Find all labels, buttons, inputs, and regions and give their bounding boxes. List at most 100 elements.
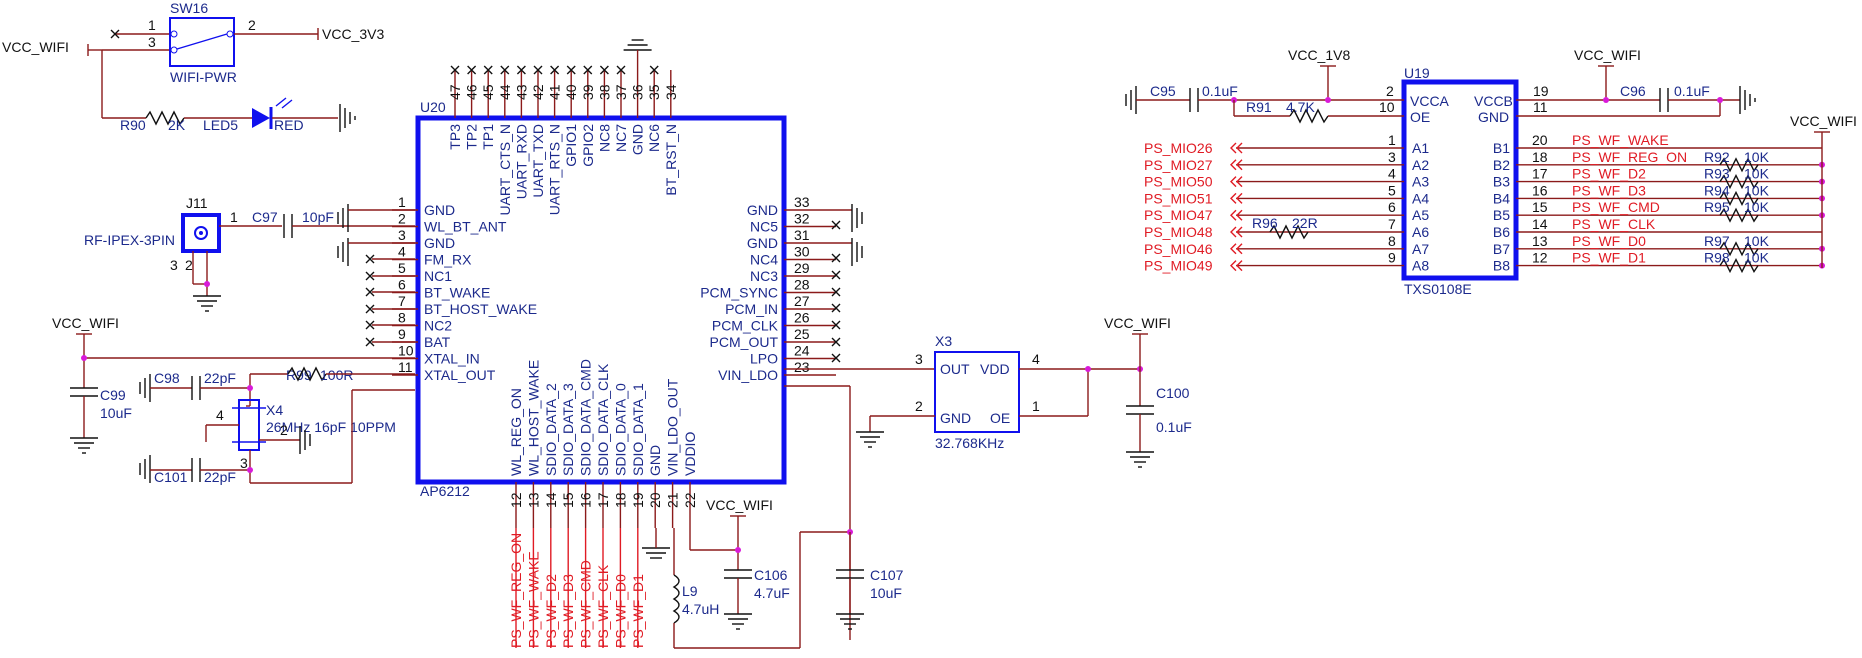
u19-body [1401, 79, 1519, 281]
net-label: PS_MIO48 [1144, 224, 1213, 240]
u20-pin-name: UART_RTS_N [547, 124, 563, 215]
u20-pin-name: TP1 [480, 124, 496, 150]
u20-pin-num: 1 [398, 194, 406, 210]
svg-text:1: 1 [230, 209, 238, 225]
pullup-resistor [1719, 241, 1759, 257]
u19-ref: U19 [1404, 65, 1430, 81]
u20-pin-num: 9 [398, 326, 406, 342]
u19-pin-num: 9 [1388, 250, 1396, 266]
u19-pin-name: A2 [1412, 157, 1429, 173]
c98-ref: C98 [154, 370, 180, 386]
svg-text:2: 2 [248, 17, 256, 33]
ground-icon [70, 437, 98, 454]
u20-pin-num: 43 [513, 84, 529, 100]
u20-pin-name: PCM_IN [725, 301, 778, 317]
net-label: PS_WF_D1 [630, 574, 646, 648]
r91-value: 4.7K [1286, 99, 1315, 115]
pullup-value: 10K [1744, 182, 1770, 198]
svg-text:OE: OE [1410, 109, 1430, 125]
svg-text:2: 2 [185, 257, 193, 273]
u19-pin-num: 18 [1532, 149, 1548, 165]
u19-pin-num: 20 [1532, 132, 1548, 148]
u19-pin-name: B5 [1493, 207, 1510, 223]
u19-part: TXS0108E [1404, 281, 1472, 297]
u19-pin-num: 4 [1388, 166, 1396, 182]
u20-bottom-externals: L9 4.7uH VCC_WIFI C106 4.7uF C107 10uF [642, 497, 904, 649]
u20-pin-name: GND [747, 202, 778, 218]
u20-body [415, 115, 787, 485]
net-label: PS_WF_D0 [1572, 233, 1646, 249]
net-label: PS_WF_REG_ON [508, 533, 524, 648]
pullup-ref: R92 [1704, 149, 1730, 165]
net-label: PS_MIO49 [1144, 258, 1213, 274]
u20-pin-name: GND [424, 235, 455, 251]
u20-pin-num: 15 [560, 492, 576, 508]
vcc-wifi-label-3: VCC_WIFI [1104, 315, 1171, 331]
c97-ref: C97 [252, 209, 278, 225]
net-label: PS_WF_CLK [595, 564, 611, 648]
u20-pin-name: NC2 [424, 318, 452, 334]
u20-right-externals [831, 204, 863, 363]
u19-pin-num: 3 [1388, 149, 1396, 165]
svg-text:GND: GND [1478, 109, 1509, 125]
u20-pin-name: SDIO_DATA_0 [612, 383, 628, 476]
net-label: PS_MIO50 [1144, 174, 1213, 190]
led5-diode [252, 108, 270, 128]
pullup-resistor [1719, 258, 1759, 274]
pullup-resistor [1719, 190, 1759, 206]
j11-ref: J11 [186, 195, 208, 211]
ground-icon [337, 238, 349, 266]
u19-pin-name: B7 [1493, 241, 1510, 257]
u19-pin-name: A4 [1412, 190, 1429, 206]
u20-pin-name: VIN_LDO_OUT [665, 378, 681, 476]
pullup-value: 10K [1744, 166, 1770, 182]
u20-pin-name: UART_RXD [513, 124, 529, 199]
u20-pin-num: 8 [398, 310, 406, 326]
u20-pin-num: 17 [595, 492, 611, 508]
u19-pin-num: 5 [1388, 182, 1396, 198]
u20-pin-num: 7 [398, 293, 406, 309]
r90-resistor [145, 110, 185, 126]
net-label: PS_WF_REG_ON [1572, 149, 1687, 165]
c107-value: 10uF [870, 585, 902, 601]
u20-pin-name: WL_HOST_WAKE [525, 360, 541, 476]
u20-pin-num: 22 [682, 492, 698, 508]
u20-pin-name: VIN_LDO [718, 367, 778, 383]
u20-pin-name: TP3 [447, 124, 463, 150]
u20-pin-name: SDIO_DATA_CLK [595, 363, 611, 476]
u20-pin-num: 25 [794, 326, 810, 342]
sw16-value: WIFI-PWR [170, 69, 237, 85]
net-label: PS_MIO46 [1144, 241, 1213, 257]
u20-pin-name: NC6 [646, 124, 662, 152]
u19-pin-num: 17 [1532, 166, 1548, 182]
u20-pin-num: 28 [794, 277, 810, 293]
net-label: PS_WF_D2 [1572, 166, 1646, 182]
u20-pin-num: 40 [563, 84, 579, 100]
net-label: PS_MIO51 [1144, 190, 1213, 206]
svg-text:4: 4 [1032, 351, 1040, 367]
ground-icon [1125, 86, 1137, 114]
vcc-1v8-label: VCC_1V8 [1288, 47, 1350, 63]
u19-pin-name: A7 [1412, 241, 1429, 257]
u20-pin-name: GND [647, 445, 663, 476]
x4-crystal-network: C98 22pF R99 100R X4 26MHz 16pF 10PPM 4 … [139, 366, 415, 485]
c100-ref: C100 [1156, 385, 1190, 401]
net-label: PS_WF_D0 [612, 574, 628, 648]
net-label: PS_MIO27 [1144, 157, 1213, 173]
u19-pin-num: 15 [1532, 199, 1548, 215]
u20-pin-num: 44 [497, 84, 513, 100]
u20-pin-name: SDIO_DATA_3 [560, 383, 576, 476]
c106-value: 4.7uF [754, 585, 790, 601]
u20-pin-num: 42 [530, 84, 546, 100]
c107-ref: C107 [870, 567, 904, 583]
r99-value: 100R [320, 367, 353, 383]
u20-pin-name: PCM_OUT [710, 334, 779, 350]
r99-resistor [287, 366, 327, 382]
x3-body [934, 351, 1020, 433]
svg-text:1: 1 [148, 17, 156, 33]
c97-value: 10pF [302, 209, 334, 225]
u19-pin-name: A3 [1412, 174, 1429, 190]
u20-pin-num: 36 [630, 84, 646, 100]
